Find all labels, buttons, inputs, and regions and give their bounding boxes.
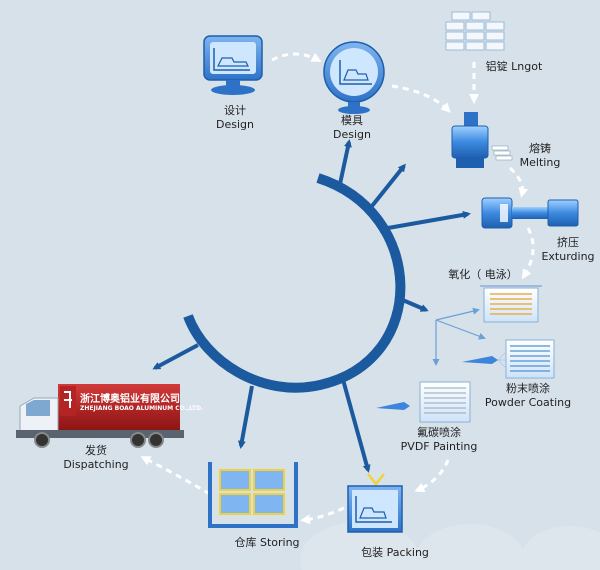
spray-gun-icon <box>462 339 555 379</box>
connector-packing-storing <box>300 506 345 525</box>
globe-monitor-icon <box>323 41 385 114</box>
arrow-to-oxidation <box>397 296 429 312</box>
connector-oxidation-split-top <box>435 307 480 321</box>
extrusion-press-icon <box>481 197 579 229</box>
coating-connectors <box>432 307 486 366</box>
background-watermark <box>300 522 600 570</box>
label-storing: 仓库 Storing <box>234 536 300 549</box>
arrow-to-dispatching <box>152 343 199 370</box>
label-oxidation: 氧化（ 电泳） <box>448 268 518 281</box>
label-ingot: 铝锭 Lngot <box>485 60 543 73</box>
tank-icon <box>480 285 542 323</box>
connector-melting-extruding <box>508 166 529 198</box>
radial-arrows <box>152 139 471 473</box>
flow-connectors <box>140 52 535 525</box>
arrow-to-extruding <box>387 210 471 230</box>
connector-oxidation-split-mid <box>435 319 486 340</box>
arrow-to-mold <box>338 139 352 185</box>
truck-icon <box>16 384 184 448</box>
connector-design-mold <box>271 52 322 62</box>
pvdf-spray-icon <box>376 381 471 423</box>
connector-mold-melting <box>391 84 451 113</box>
arrow-to-storing <box>237 385 254 449</box>
package-icon <box>347 473 403 533</box>
connector-extruding-oxidation <box>521 227 535 280</box>
warehouse-icon <box>208 462 298 528</box>
connector-pvdf-packing <box>414 459 450 493</box>
truck-company-cn: 浙江博奥铝业有限公司 <box>80 394 180 405</box>
truck-company-en: ZHEJIANG BOAO ALUMINUM CO.,LTD. <box>80 405 204 412</box>
label-packing: 包装 Packing <box>361 546 429 559</box>
connector-storing-dispatching <box>140 456 211 496</box>
ingot-stack-icon <box>445 11 505 51</box>
monitor-icon <box>203 35 263 95</box>
central-arc <box>183 173 406 393</box>
arrow-to-melting <box>370 163 406 208</box>
furnace-icon <box>451 112 513 168</box>
arrow-to-packing <box>340 375 371 473</box>
